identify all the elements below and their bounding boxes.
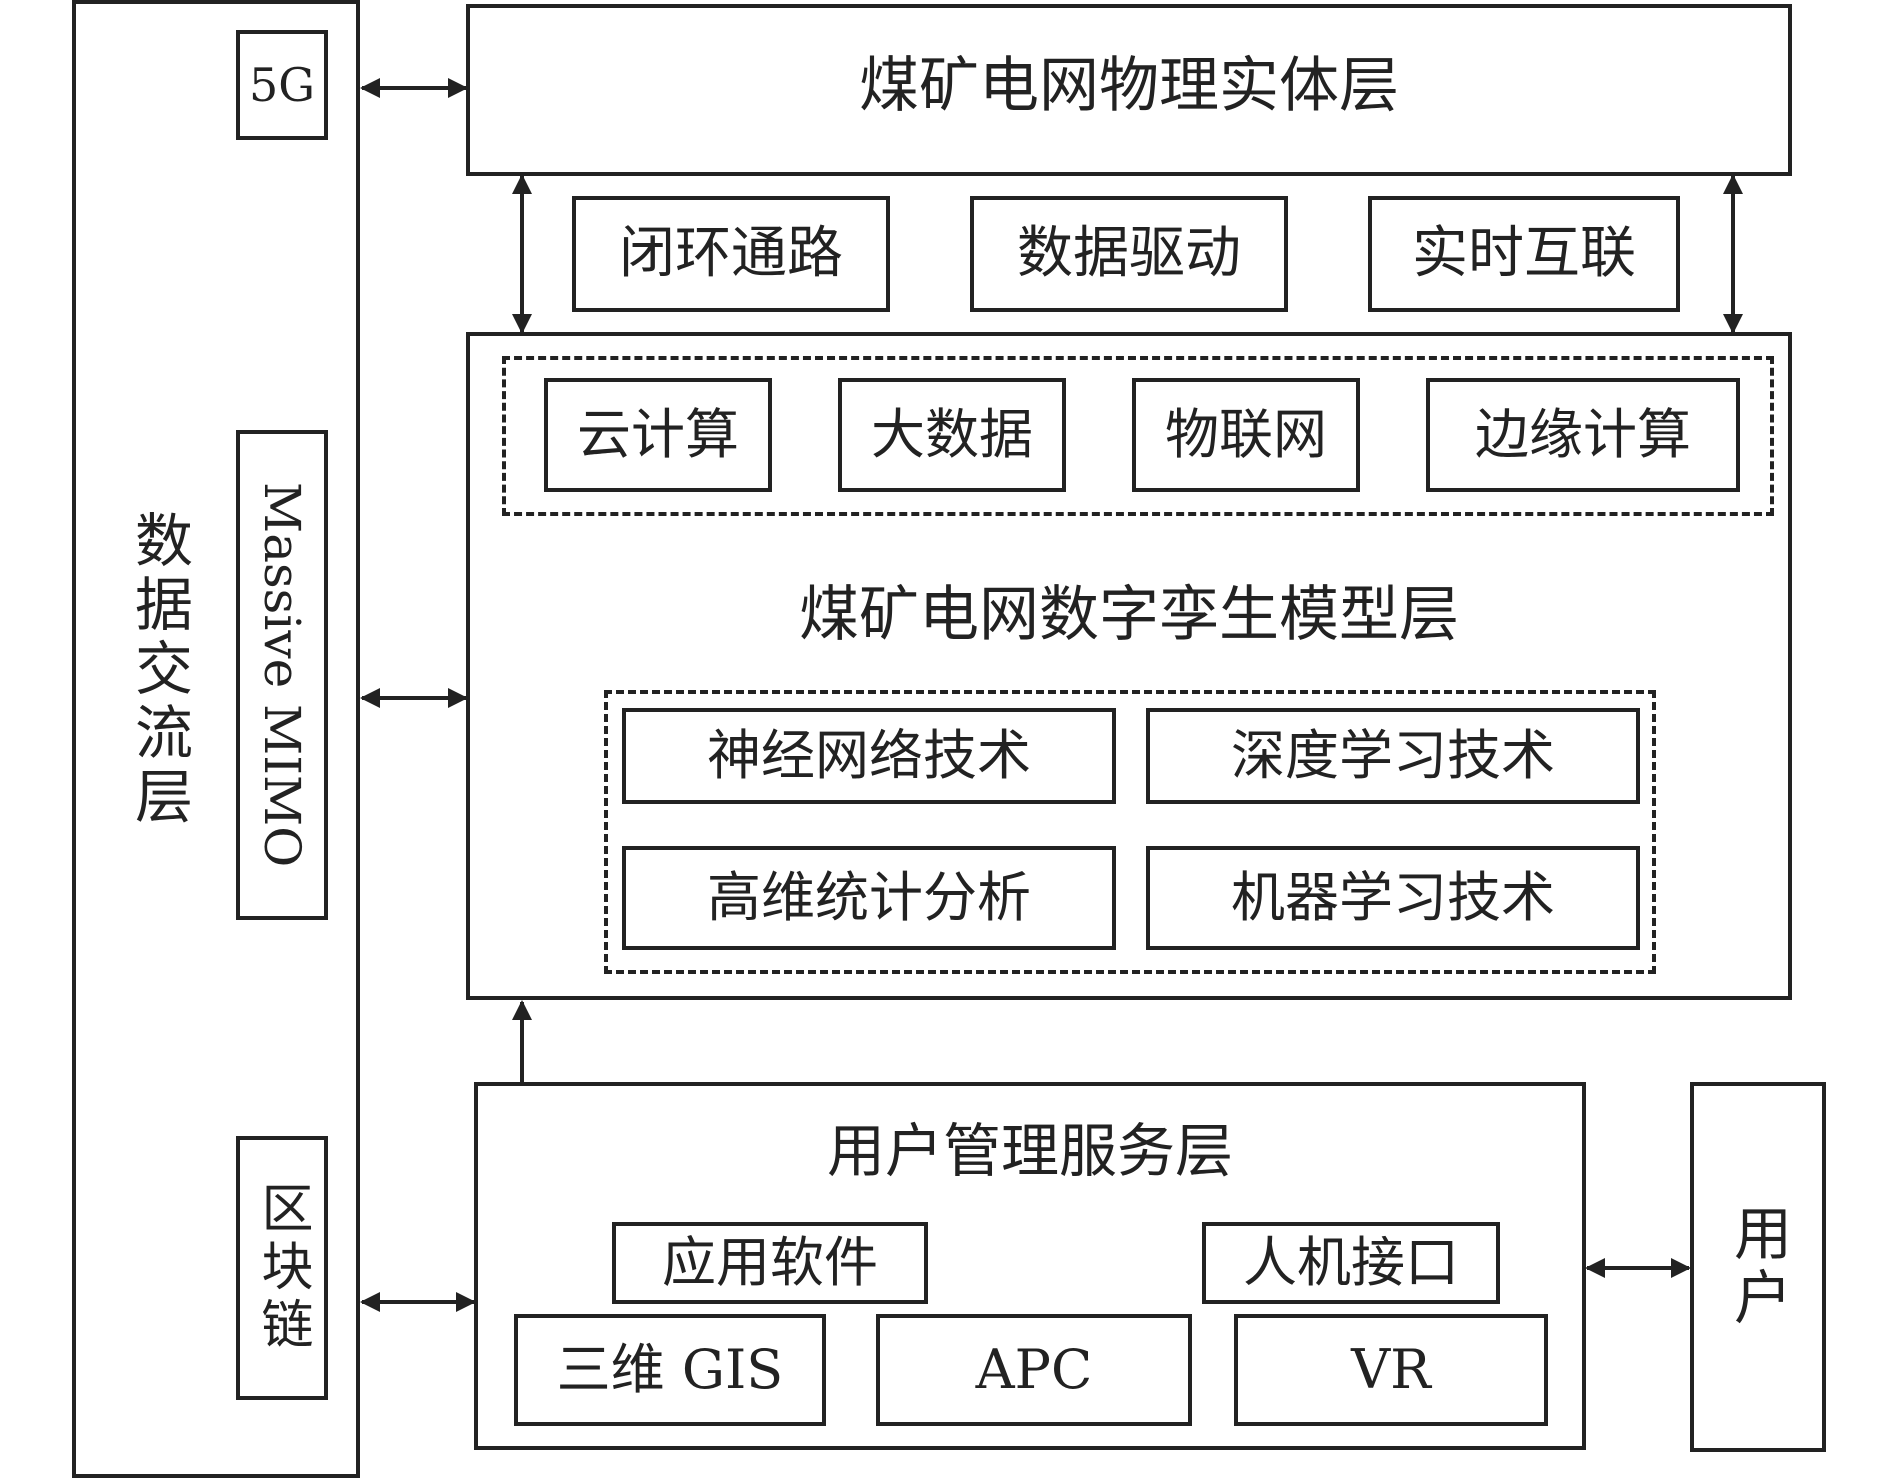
platform-iot: 物联网 — [1132, 378, 1360, 492]
hmi-label: 人机接口 — [1243, 1231, 1459, 1294]
method-label: 高维统计分析 — [707, 866, 1031, 929]
tool-apc: APC — [876, 1314, 1192, 1426]
platform-label: 物联网 — [1165, 403, 1327, 466]
tool-vr: VR — [1234, 1314, 1548, 1426]
method-hd-statistics: 高维统计分析 — [622, 846, 1116, 950]
service-layer-title: 用户管理服务层 — [826, 1117, 1233, 1185]
tech-mimo-label: Massive MIMO — [253, 482, 311, 868]
tech-blockchain-label: 区块链 — [252, 1181, 312, 1355]
app-software-label: 应用软件 — [662, 1231, 878, 1294]
platform-edge: 边缘计算 — [1426, 378, 1740, 492]
tech-5g-box: 5G — [236, 30, 328, 140]
feature-closed-loop: 闭环通路 — [572, 196, 890, 312]
method-deep-learning: 深度学习技术 — [1146, 708, 1640, 804]
tech-mimo-box: Massive MIMO — [236, 430, 328, 920]
feature-label: 实时互联 — [1412, 221, 1636, 286]
tool-label: APC — [975, 1338, 1093, 1401]
method-machine-learning: 机器学习技术 — [1146, 846, 1640, 950]
platform-label: 大数据 — [871, 403, 1033, 466]
user-label: 用户 — [1724, 1203, 1792, 1331]
tech-5g-label: 5G — [248, 58, 315, 112]
hmi-box: 人机接口 — [1202, 1222, 1500, 1304]
method-label: 机器学习技术 — [1231, 866, 1555, 929]
platform-cloud: 云计算 — [544, 378, 772, 492]
tool-3d-gis: 三维 GIS — [514, 1314, 826, 1426]
feature-data-driven: 数据驱动 — [970, 196, 1288, 312]
feature-label: 闭环通路 — [619, 221, 843, 286]
platforms-group — [502, 356, 1774, 516]
tool-label: 三维 GIS — [556, 1338, 784, 1401]
platform-bigdata: 大数据 — [838, 378, 1066, 492]
platform-label: 云计算 — [577, 403, 739, 466]
methods-group — [604, 690, 1656, 974]
app-software-box: 应用软件 — [612, 1222, 928, 1304]
feature-realtime: 实时互联 — [1368, 196, 1680, 312]
physical-layer: 煤矿电网物理实体层 — [466, 4, 1792, 176]
platform-label: 边缘计算 — [1475, 403, 1691, 466]
tool-label: VR — [1351, 1338, 1431, 1401]
exchange-layer-title: 数据交流层 — [125, 510, 193, 830]
user-box: 用户 — [1690, 1082, 1826, 1452]
method-label: 神经网络技术 — [707, 724, 1031, 787]
method-neural-net: 神经网络技术 — [622, 708, 1116, 804]
twin-layer-title: 煤矿电网数字孪生模型层 — [799, 580, 1459, 650]
physical-layer-title: 煤矿电网物理实体层 — [859, 51, 1399, 121]
tech-blockchain-box: 区块链 — [236, 1136, 328, 1400]
feature-label: 数据驱动 — [1017, 221, 1241, 286]
method-label: 深度学习技术 — [1231, 724, 1555, 787]
